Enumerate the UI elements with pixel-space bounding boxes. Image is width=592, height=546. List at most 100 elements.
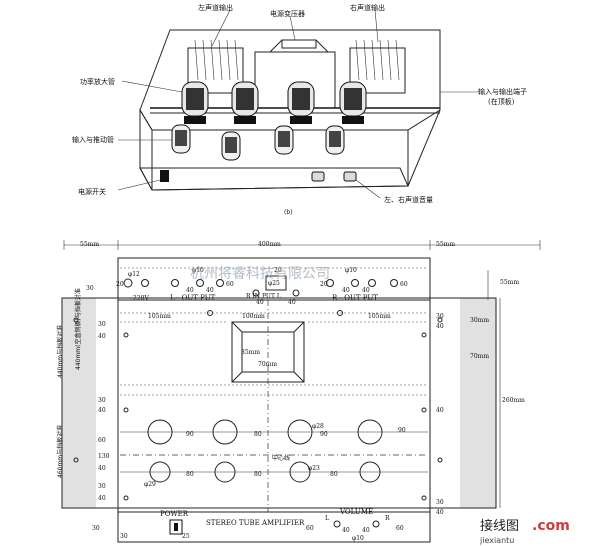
label-right-output: 右声道输出 [350, 3, 385, 12]
svg-text:L: L [325, 515, 329, 522]
label-l-output: L－OUT PUT [170, 294, 216, 302]
svg-text:40: 40 [342, 287, 350, 294]
label-input-io: 输入与输出端子 [478, 87, 527, 96]
label-volume-top: 左、右声道音量 [384, 195, 433, 204]
left-output-transformer [187, 47, 244, 94]
label-center-line: 中心线 [272, 454, 290, 462]
svg-text:30: 30 [436, 313, 444, 320]
svg-text:40: 40 [98, 407, 106, 414]
svg-text:40: 40 [362, 287, 370, 294]
svg-text:接线图: 接线图 [480, 518, 519, 534]
svg-text:60: 60 [98, 437, 106, 444]
svg-text:60: 60 [396, 525, 404, 532]
vert-label-2: 440mm(空盒侧板)与挡板对准 [74, 288, 82, 370]
svg-text:40: 40 [98, 333, 106, 340]
volume-hole-left [333, 520, 341, 528]
svg-text:20: 20 [320, 281, 328, 288]
svg-text:105mm: 105mm [368, 313, 391, 320]
svg-text:φ28: φ28 [312, 423, 324, 430]
label-stereo: STEREO TUBE AMPLIFIER [206, 519, 305, 527]
label-io-note: (在顶板) [488, 97, 515, 106]
svg-text:40: 40 [186, 287, 194, 294]
svg-text:100mm: 100mm [242, 313, 265, 320]
label-volume-plan: VOLUME [339, 508, 373, 516]
volume-hole-right [372, 520, 380, 528]
driver-tube-4 [325, 125, 345, 155]
svg-text:30: 30 [436, 499, 444, 506]
watermark: 杭州将睿科技有限公司 [190, 266, 330, 282]
svg-text:20: 20 [116, 281, 124, 288]
svg-text:jiexiantu: jiexiantu [479, 536, 514, 545]
svg-text:80: 80 [186, 471, 194, 478]
chassis-perspective [117, 9, 480, 199]
svg-text:400mm: 400mm [258, 241, 281, 248]
label-left-output: 左声道输出 [198, 3, 233, 12]
label-power: POWER [160, 510, 189, 518]
svg-text:85mm: 85mm [241, 349, 260, 356]
right-output-transformer [349, 47, 406, 94]
svg-text:260mm: 260mm [502, 397, 525, 404]
svg-text:60: 60 [226, 281, 234, 288]
svg-text:30: 30 [98, 321, 106, 328]
svg-text:40: 40 [206, 287, 214, 294]
svg-text:30: 30 [92, 525, 100, 532]
svg-text:55mm: 55mm [500, 279, 519, 286]
site-logo: 接线图 .com jiexiantu [479, 518, 570, 545]
label-r-output: R－OUT PUT [332, 294, 378, 302]
power-tube-2 [231, 81, 259, 124]
caption-b: (b) [284, 209, 293, 216]
label-r-input-l: R IN PUT L [246, 293, 281, 300]
svg-text:30: 30 [120, 533, 128, 540]
svg-text:70mm: 70mm [258, 361, 277, 368]
svg-text:55mm: 55mm [436, 241, 455, 248]
svg-text:80: 80 [254, 431, 262, 438]
driver-tube-1 [171, 124, 191, 154]
chassis-top-plate [139, 29, 441, 131]
power-tube-4 [339, 81, 367, 124]
svg-text:130: 130 [98, 453, 110, 460]
svg-text:40: 40 [342, 527, 350, 534]
svg-text:φ10: φ10 [345, 267, 357, 274]
volume-knob-left [311, 171, 325, 182]
front-panel [117, 511, 431, 543]
svg-text:40: 40 [98, 495, 106, 502]
svg-text:20: 20 [274, 267, 282, 274]
svg-text:φ12: φ12 [128, 271, 140, 278]
svg-text:φ23: φ23 [308, 465, 320, 472]
vert-label-3: 460mm与挡板对准 [56, 425, 64, 478]
power-tube-3 [287, 81, 315, 124]
svg-text:40: 40 [436, 323, 444, 330]
svg-text:φ29: φ29 [144, 481, 156, 488]
chassis-left-side [139, 108, 153, 191]
svg-text:30: 30 [98, 397, 106, 404]
svg-text:40: 40 [288, 299, 296, 306]
svg-text:25: 25 [182, 533, 190, 540]
svg-text:80: 80 [330, 471, 338, 478]
svg-text:60: 60 [400, 281, 408, 288]
vert-label-1: 440mm与挡板对准 [56, 325, 64, 378]
svg-text:80: 80 [254, 471, 262, 478]
svg-text:30mm: 30mm [470, 317, 489, 324]
svg-text:105mm: 105mm [148, 313, 171, 320]
svg-text:φ25: φ25 [268, 280, 280, 287]
label-power-transformer: 电源变压器 [270, 9, 305, 18]
svg-text:40: 40 [436, 407, 444, 414]
label-power-switch: 电源开关 [78, 187, 106, 196]
svg-text:~220V: ~220V [128, 295, 149, 302]
svg-text:40: 40 [98, 465, 106, 472]
power-switch-icon [160, 170, 169, 182]
svg-text:55mm: 55mm [80, 241, 99, 248]
label-input-driver: 输入与推动管 [72, 135, 114, 144]
svg-text:70mm: 70mm [470, 353, 489, 360]
svg-text:90: 90 [398, 427, 406, 434]
svg-text:60: 60 [306, 525, 314, 532]
svg-text:90: 90 [320, 431, 328, 438]
svg-text:90: 90 [186, 431, 194, 438]
svg-text:30: 30 [86, 285, 94, 292]
svg-text:R: R [385, 515, 390, 522]
svg-text:φ10: φ10 [192, 267, 204, 274]
svg-text:40: 40 [256, 299, 264, 306]
label-power-tube: 功率放大管 [80, 77, 115, 86]
volume-knob-right [343, 171, 357, 182]
